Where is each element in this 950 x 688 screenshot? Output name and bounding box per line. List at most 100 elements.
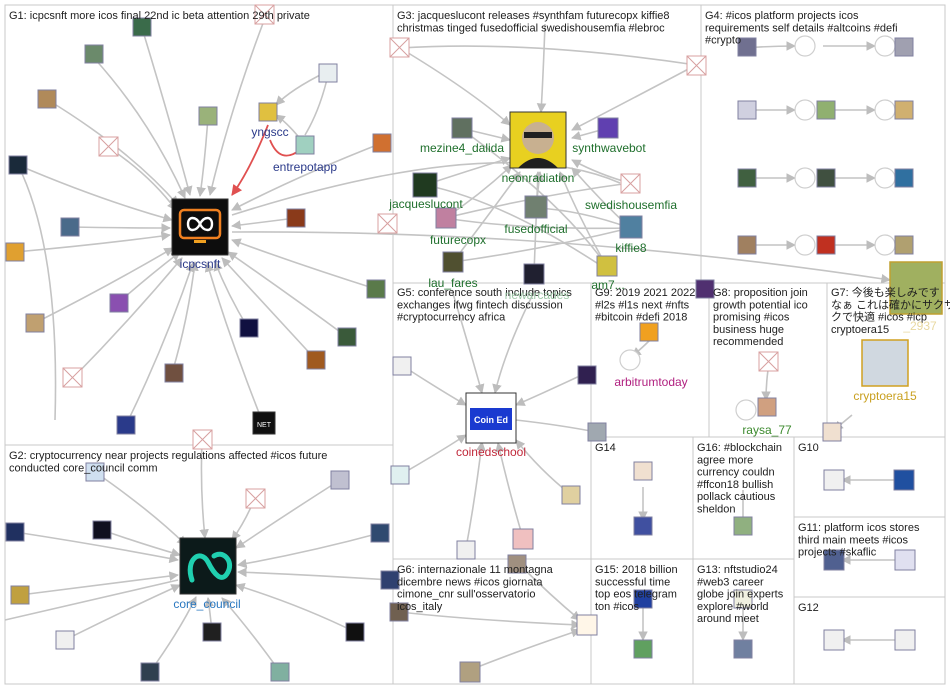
avatar [894, 37, 914, 57]
avatar [737, 100, 757, 120]
group-label-g7-line-2: クで快適 #icos #icp [831, 310, 927, 324]
label-icpcsnft: icpcsnft [180, 257, 221, 271]
group-label-g8-line-3: business huge [713, 324, 784, 336]
avatar [392, 356, 412, 376]
group-label-g16-line-0: G16: #blockchain [697, 442, 782, 454]
g7-large-avatar [861, 261, 943, 387]
hub-icpcsnft [171, 198, 229, 256]
avatar [5, 522, 25, 542]
group-label-g6-line-2: cimone_cnr sull'osservatorio [397, 589, 535, 601]
avatar [633, 639, 653, 659]
avatar [372, 133, 392, 153]
group-label-g4-line-0: G4: #icos platform projects icos [705, 10, 859, 22]
group-label-g6-line-3: icos_italy [397, 601, 443, 613]
hub-coinedschool: Coin Ed [465, 392, 517, 444]
hub-core-council [179, 537, 237, 595]
avatar [8, 155, 28, 175]
x-node [620, 173, 641, 194]
group-label-g13-line-3: explore #world [697, 601, 769, 613]
avatar [5, 242, 25, 262]
avatar [164, 363, 184, 383]
avatar [286, 208, 306, 228]
avatar [60, 217, 80, 237]
x-node [377, 213, 398, 234]
group-label-g8-line-0: G8: proposition join [713, 287, 808, 299]
avatar [84, 44, 104, 64]
group-label-g16-line-1: agree more [697, 454, 753, 466]
group-label-g12-line-0: G12 [798, 602, 819, 614]
avatar [577, 365, 597, 385]
group-label-g15-line-1: successful time [595, 576, 670, 588]
group-label-g3-line-1: christmas tinged fusedofficial swedishou… [397, 22, 665, 34]
avatar [380, 570, 400, 590]
group-label-g9-line-2: #bitcoin #defi 2018 [595, 312, 687, 324]
group-box-g14 [590, 436, 694, 560]
avatar [816, 100, 836, 120]
group-label-g15-line-2: top eos telegram [595, 589, 677, 601]
avatar [92, 520, 112, 540]
group-label-g9-line-1: #l2s #l1s next #nfts [595, 299, 690, 311]
group-label-g16-line-2: currency couldn [697, 467, 775, 479]
avatar [512, 528, 534, 550]
x-node [686, 55, 707, 76]
avatar [695, 279, 715, 299]
avatar [894, 168, 914, 188]
avatar [737, 168, 757, 188]
avatar [295, 135, 315, 155]
avatar [894, 549, 916, 571]
circle-nodes [619, 35, 896, 421]
avatar [822, 422, 842, 442]
avatar [456, 540, 476, 560]
label-arbitrumtoday: arbitrumtoday [614, 375, 687, 389]
avatar [633, 589, 653, 609]
label-synthwavebot: synthwavebot [572, 141, 646, 155]
avatar [270, 662, 290, 682]
avatar [10, 585, 30, 605]
group-label-g15-line-0: G15: 2018 billion [595, 564, 678, 576]
group-label-g3-line-0: G3: jacqueslucont releases #synthfam fut… [397, 10, 670, 22]
label-lau-fares: lau_fares [428, 276, 477, 290]
avatar [823, 469, 845, 491]
avatar [816, 168, 836, 188]
node-labels: icpcsnft yngscc entrepotapp core_council… [173, 125, 937, 611]
avatar [633, 461, 653, 481]
label-swedishousemfia: swedishousemfia [585, 198, 677, 212]
group-label-g13-line-0: G13: nftstudio24 [697, 564, 778, 576]
label-newarcades: newarcades [505, 288, 570, 302]
x-node [389, 37, 410, 58]
group-label-g7-line-3: cryptoera15 [831, 324, 889, 336]
x-node [758, 351, 779, 372]
avatar [733, 516, 753, 536]
avatar [366, 279, 386, 299]
group-label-g1-line-0: G1: icpcsnft more icos final 22nd ic bet… [9, 10, 310, 22]
avatar [85, 462, 105, 482]
avatar-nodes [5, 17, 916, 683]
label-yngscc: yngscc [251, 125, 288, 139]
label-jacqueslucont: jacqueslucont [388, 197, 463, 211]
x-node [62, 367, 83, 388]
avatar [435, 207, 457, 229]
group-labels: G1: icpcsnft more icos final 22nd ic bet… [9, 10, 950, 625]
label-mezine4-dalida: mezine4_dalida [420, 141, 504, 155]
net-avatar: NET [252, 411, 276, 435]
x-node [98, 136, 119, 157]
avatar [823, 629, 845, 651]
x-node [245, 488, 266, 509]
avatar [330, 470, 350, 490]
avatar [198, 106, 218, 126]
group-label-g13-line-4: around meet [697, 613, 759, 625]
group-label-g13-line-2: globe join experts [697, 589, 784, 601]
avatar [737, 37, 757, 57]
group-label-g7-line-0: G7: 今後も楽しみです [831, 285, 940, 299]
x-node [192, 429, 213, 450]
avatar [823, 549, 845, 571]
group-label-g5-line-2: #cryptocurrency africa [397, 312, 506, 324]
avatar [894, 235, 914, 255]
label-raysa-77: raysa_77 [742, 423, 792, 437]
group-label-g6-line-1: dicembre news #icos giornata [397, 576, 543, 588]
group-label-g2-line-1: conducted core_council comm [9, 462, 158, 474]
avatar [633, 516, 653, 536]
avatar [337, 327, 357, 347]
group-label-g16-line-4: pollack cautious [697, 491, 776, 503]
